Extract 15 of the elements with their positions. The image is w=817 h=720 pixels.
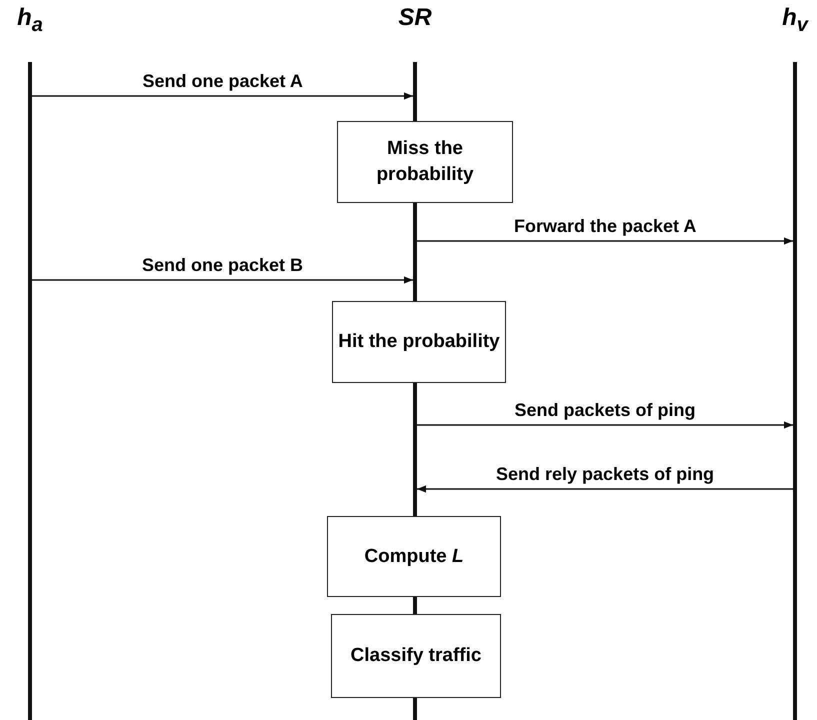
message-arrow bbox=[32, 92, 413, 100]
activity-box: Miss the probability bbox=[337, 121, 513, 203]
activity-box: Hit the probability bbox=[332, 301, 506, 383]
lifeline-heading: h$_{a}$ bbox=[16, 4, 44, 37]
edge-label: Send one packet B bbox=[140, 255, 306, 276]
message-arrow bbox=[32, 276, 413, 284]
edge-label: Forward the packet A bbox=[512, 216, 698, 237]
message-arrow bbox=[417, 237, 793, 245]
edge-label: Send one packet A bbox=[140, 71, 305, 92]
activity-box: Compute L bbox=[327, 516, 501, 597]
lifeline-heading: h$_{v}$ bbox=[781, 4, 810, 37]
lifeline-heading: SR bbox=[397, 4, 433, 32]
activity-box: Classify traffic bbox=[331, 614, 501, 698]
message-arrow bbox=[417, 485, 793, 493]
message-arrow bbox=[417, 421, 793, 429]
